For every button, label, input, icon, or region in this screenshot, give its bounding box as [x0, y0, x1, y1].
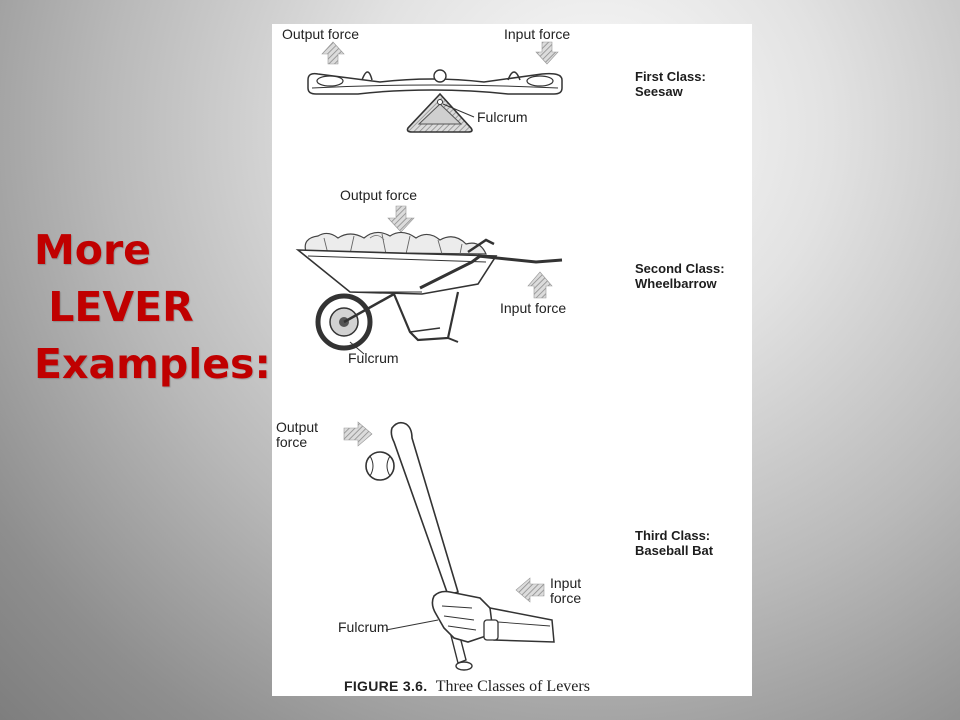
second-class-input-force-label: Input force: [500, 300, 567, 316]
baseball-icon: [365, 451, 395, 481]
first-class-input-force-label: Input force: [504, 26, 571, 42]
first-class-input-arrow-icon: [535, 41, 559, 65]
wheelbarrow-icon: [295, 231, 563, 355]
third-class-output-arrow-icon: [343, 421, 373, 447]
figure-caption-text: Three Classes of Levers: [435, 678, 590, 695]
first-class-output-arrow-icon: [321, 41, 345, 65]
third-class-heading: Third Class:: [635, 528, 711, 543]
second-class-example: Wheelbarrow: [635, 276, 717, 291]
third-class-fulcrum-label: Fulcrum: [338, 619, 389, 635]
title-line-2: LEVER: [34, 283, 194, 331]
second-class-input-arrow-icon: [527, 271, 553, 299]
title-line-1: More: [34, 226, 151, 274]
third-class-input-force-label: Input force: [550, 575, 582, 606]
third-class-input-arrow-icon: [515, 577, 545, 603]
first-class-output-force-label: Output force: [282, 26, 360, 42]
lever-illustrations: [295, 41, 563, 671]
third-class-example: Baseball Bat: [635, 543, 714, 558]
lever-figure: Output force Input force Fulcrum First C…: [272, 24, 752, 696]
second-class-output-arrow-icon: [387, 205, 415, 233]
figure-number: FIGURE 3.6.: [344, 678, 428, 694]
second-class-fulcrum-label: Fulcrum: [348, 350, 399, 366]
second-class-heading: Second Class:: [635, 261, 725, 276]
first-class-fulcrum-label: Fulcrum: [477, 109, 528, 125]
first-class-example: Seesaw: [635, 84, 683, 99]
seesaw-icon: [307, 69, 563, 133]
hand-icon: [385, 590, 555, 643]
figure-caption: FIGURE 3.6. Three Classes of Levers: [344, 678, 590, 696]
title-line-3: Examples:: [34, 340, 271, 388]
second-class-output-force-label: Output force: [340, 187, 418, 203]
first-class-heading: First Class:: [635, 69, 706, 84]
third-class-output-force-label: Output force: [276, 419, 319, 450]
slide-title: More LEVER Examples:: [34, 222, 271, 393]
